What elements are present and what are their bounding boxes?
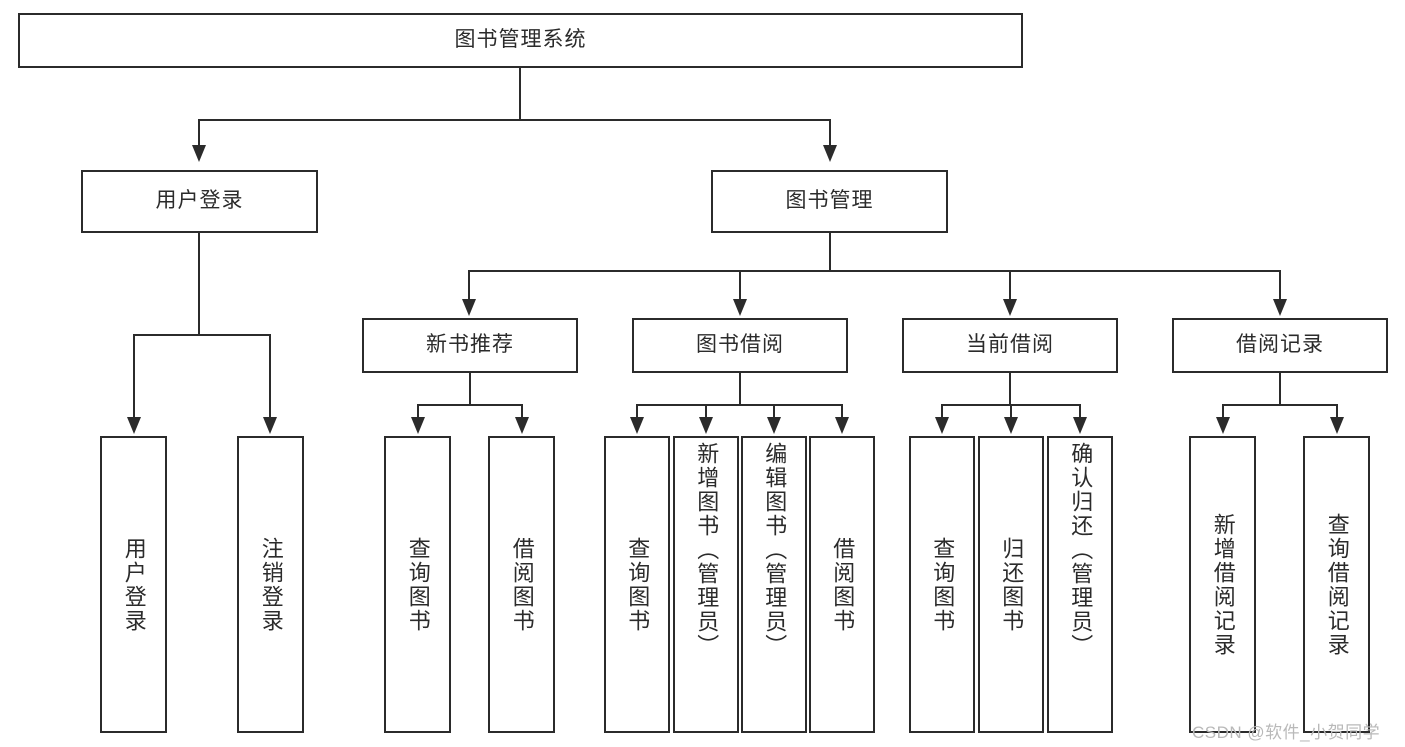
node-leaf-confirm-return[interactable]: 确认归还（管理员）: [1047, 436, 1113, 733]
edge-to-borrow-record: [1279, 270, 1281, 300]
arrowhead-leaf-logout: [263, 417, 277, 434]
edge-current-borrow-drop-1: [941, 404, 943, 418]
edge-book-borrow-drop-3: [773, 404, 775, 418]
node-label: 编辑图书（管理员）: [762, 442, 788, 658]
node-label: 图书管理系统: [454, 28, 587, 52]
node-label: 归还图书: [999, 536, 1025, 633]
edge-to-user-login: [198, 119, 200, 147]
edge-borrow-record-drop-1: [1222, 404, 1224, 418]
node-leaf-return-book[interactable]: 归还图书: [978, 436, 1044, 733]
node-label: 图书管理: [785, 189, 874, 213]
edge-borrow-record-bus: [1222, 404, 1338, 406]
node-label: 确认归还（管理员）: [1068, 442, 1094, 658]
arrowhead-leaf-borrow-book-1: [515, 417, 529, 434]
edge-to-book-manage: [829, 119, 831, 147]
arrowhead-to-new-book-rec: [462, 299, 476, 316]
edge-user-login-bus: [133, 334, 271, 336]
node-leaf-add-book[interactable]: 新增图书（管理员）: [673, 436, 739, 733]
arrowhead-leaf-query-book-1: [411, 417, 425, 434]
node-label: 注销登录: [258, 536, 284, 633]
edge-book-borrow-bus: [636, 404, 843, 406]
arrowhead-leaf-user-login: [127, 417, 141, 434]
node-leaf-edit-book[interactable]: 编辑图书（管理员）: [741, 436, 807, 733]
arrowhead-to-book-borrow: [733, 299, 747, 316]
arrowhead-leaf-add-record: [1216, 417, 1230, 434]
node-label: 新增图书（管理员）: [694, 442, 720, 658]
node-label: 用户登录: [155, 189, 244, 213]
edge-to-current-borrow: [1009, 270, 1011, 300]
node-label: 查询图书: [930, 536, 956, 633]
node-label: 新书推荐: [426, 333, 514, 357]
node-leaf-query-book-new[interactable]: 查询图书: [384, 436, 451, 733]
node-label: 查询图书: [625, 536, 651, 633]
node-current-borrow[interactable]: 当前借阅: [902, 318, 1118, 373]
edge-new-book-rec-drop-2: [521, 404, 523, 418]
edge-book-borrow-drop-1: [636, 404, 638, 418]
node-borrow-record[interactable]: 借阅记录: [1172, 318, 1388, 373]
arrowhead-leaf-confirm-return: [1073, 417, 1087, 434]
node-user-login[interactable]: 用户登录: [81, 170, 318, 233]
edge-current-borrow-stem: [1009, 373, 1011, 405]
edge-new-book-rec-bus: [417, 404, 523, 406]
node-label: 图书借阅: [696, 333, 784, 357]
node-leaf-add-borrow-record[interactable]: 新增借阅记录: [1189, 436, 1256, 733]
node-label: 查询图书: [405, 536, 431, 633]
node-label: 借阅图书: [830, 536, 856, 633]
arrowhead-leaf-borrow-book-2: [835, 417, 849, 434]
edge-book-borrow-drop-2: [705, 404, 707, 418]
arrowhead-to-book-manage: [823, 145, 837, 162]
node-label: 用户登录: [121, 536, 147, 633]
edge-book-borrow-stem: [739, 373, 741, 405]
edge-new-book-rec-drop-1: [417, 404, 419, 418]
edge-to-book-borrow: [739, 270, 741, 300]
node-book-management[interactable]: 图书管理: [711, 170, 948, 233]
edge-current-borrow-drop-2: [1010, 404, 1012, 418]
node-label: 当前借阅: [966, 333, 1054, 357]
arrowhead-leaf-add-book: [699, 417, 713, 434]
edge-book-manage-stem: [829, 233, 831, 271]
node-leaf-logout[interactable]: 注销登录: [237, 436, 304, 733]
edge-book-borrow-drop-4: [841, 404, 843, 418]
node-label: 查询借阅记录: [1324, 512, 1350, 657]
edge-current-borrow-drop-3: [1079, 404, 1081, 418]
edge-level2-bus: [198, 119, 831, 121]
node-leaf-query-book-borrow[interactable]: 查询图书: [604, 436, 670, 733]
arrowhead-leaf-return-book: [1004, 417, 1018, 434]
edge-level3-bus: [468, 270, 1280, 272]
node-new-book-recommend[interactable]: 新书推荐: [362, 318, 578, 373]
arrowhead-leaf-query-book-3: [935, 417, 949, 434]
node-root-book-management-system[interactable]: 图书管理系统: [18, 13, 1023, 68]
node-label: 借阅记录: [1236, 333, 1324, 357]
edge-borrow-record-stem: [1279, 373, 1281, 405]
node-leaf-user-login[interactable]: 用户登录: [100, 436, 167, 733]
arrowhead-leaf-query-book-2: [630, 417, 644, 434]
edge-user-login-stem: [198, 233, 200, 335]
node-label: 新增借阅记录: [1210, 512, 1236, 657]
arrowhead-to-current-borrow: [1003, 299, 1017, 316]
node-label: 借阅图书: [509, 536, 535, 633]
edge-user-login-drop-2: [269, 334, 271, 418]
arrowhead-leaf-edit-book: [767, 417, 781, 434]
edge-borrow-record-drop-2: [1336, 404, 1338, 418]
node-leaf-query-borrow-record[interactable]: 查询借阅记录: [1303, 436, 1370, 733]
arrowhead-to-user-login: [192, 145, 206, 162]
arrowhead-to-borrow-record: [1273, 299, 1287, 316]
edge-new-book-rec-stem: [469, 373, 471, 405]
node-leaf-borrow-book-borrow[interactable]: 借阅图书: [809, 436, 875, 733]
node-book-borrow[interactable]: 图书借阅: [632, 318, 848, 373]
arrowhead-leaf-query-record: [1330, 417, 1344, 434]
edge-user-login-drop-1: [133, 334, 135, 418]
edge-to-new-book-rec: [468, 270, 470, 300]
edge-root-stem: [519, 68, 521, 120]
node-leaf-query-book-current[interactable]: 查询图书: [909, 436, 975, 733]
node-leaf-borrow-book-new[interactable]: 借阅图书: [488, 436, 555, 733]
